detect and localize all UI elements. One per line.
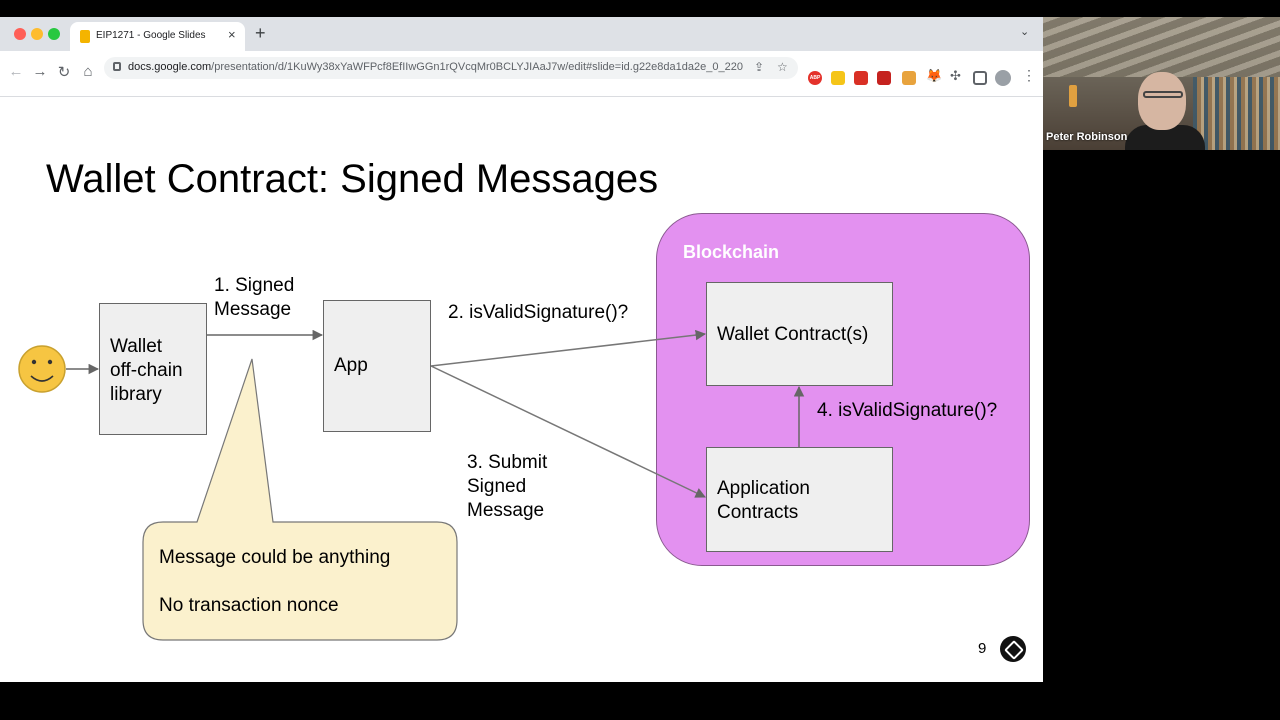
step-1-line: Message bbox=[214, 299, 292, 320]
side-panel-icon[interactable] bbox=[973, 71, 987, 85]
app-label: App bbox=[334, 355, 368, 376]
new-tab-button[interactable]: + bbox=[255, 23, 266, 43]
step-2-label: 2. isValidSignature()? bbox=[448, 302, 629, 323]
home-button[interactable]: ⌂ bbox=[83, 63, 93, 80]
slide-page-number: 9 bbox=[978, 640, 987, 657]
address-bar[interactable]: docs.google.com/presentation/d/1KuWy38xY… bbox=[104, 57, 798, 79]
profile-avatar[interactable] bbox=[995, 70, 1011, 86]
step-1-label: 1. Signed Message bbox=[214, 274, 294, 322]
company-logo-icon bbox=[1000, 636, 1026, 662]
reload-button[interactable]: ↻ bbox=[57, 64, 71, 81]
slide-title: Wallet Contract: Signed Messages bbox=[46, 157, 659, 201]
step-3-label: 3. Submit Signed Message bbox=[467, 451, 547, 523]
participant-video-tile[interactable]: Peter Robinson bbox=[1043, 17, 1280, 150]
application-contracts-box: Application Contracts bbox=[706, 447, 893, 552]
participant-name: Peter Robinson bbox=[1046, 131, 1128, 143]
forward-button[interactable]: → bbox=[32, 63, 48, 80]
step-3-line: Message bbox=[467, 500, 545, 521]
browser-menu-icon[interactable]: ⋮ bbox=[1022, 67, 1036, 83]
minimize-window-button[interactable] bbox=[31, 28, 43, 40]
tab-close-icon[interactable]: × bbox=[228, 27, 236, 42]
browser-window: EIP1271 - Google Slides × + ⌄ ← → ↻ ⌂ do… bbox=[0, 17, 1043, 97]
wallet-contract-box: Wallet Contract(s) bbox=[706, 282, 893, 386]
url-host: docs.google.com bbox=[128, 61, 212, 73]
step-1-line: 1. Signed bbox=[214, 275, 295, 296]
step-3-line: 3. Submit bbox=[467, 452, 548, 473]
share-icon[interactable]: ⇪ bbox=[754, 60, 765, 74]
participant-glasses bbox=[1143, 91, 1183, 98]
wallet-offchain-library-box: Wallet off-chain library bbox=[99, 303, 207, 435]
tab-strip: EIP1271 - Google Slides × + ⌄ bbox=[0, 17, 1043, 51]
callout-line-message: Message could be anything bbox=[159, 547, 391, 568]
callout-line-nonce: No transaction nonce bbox=[159, 595, 339, 616]
app-contracts-line: Contracts bbox=[717, 502, 799, 523]
url-path: /presentation/d/1KuWy38xYaWFPcf8EfIIwGGn… bbox=[211, 61, 743, 73]
app-box: App bbox=[323, 300, 431, 432]
folder-extension-icon[interactable] bbox=[902, 71, 916, 85]
lamp bbox=[1069, 85, 1077, 107]
close-window-button[interactable] bbox=[14, 28, 26, 40]
adblock-extension-icon[interactable]: ABP bbox=[808, 71, 822, 85]
bookshelf bbox=[1193, 77, 1280, 150]
red-extension-icon[interactable] bbox=[877, 71, 891, 85]
ceiling-beams bbox=[1043, 17, 1280, 77]
step-4-label: 4. isValidSignature()? bbox=[817, 400, 998, 421]
tab-search-chevron-icon[interactable]: ⌄ bbox=[1020, 26, 1030, 38]
wallet-lib-line: library bbox=[110, 384, 162, 405]
notes-extension-icon[interactable] bbox=[831, 71, 845, 85]
wallet-lib-line: Wallet bbox=[110, 336, 163, 357]
back-button[interactable]: ← bbox=[8, 63, 24, 80]
wallet-contract-label: Wallet Contract(s) bbox=[717, 324, 869, 345]
blockchain-label: Blockchain bbox=[683, 242, 780, 262]
participant-head bbox=[1138, 72, 1186, 130]
wallet-lib-line: off-chain bbox=[110, 360, 183, 381]
metamask-fox-icon[interactable]: 🦊 bbox=[926, 68, 943, 83]
step-3-line: Signed bbox=[467, 476, 527, 497]
slides-favicon-icon bbox=[80, 30, 90, 43]
calendar-extension-icon[interactable] bbox=[854, 71, 868, 85]
tab-google-slides[interactable]: EIP1271 - Google Slides × bbox=[70, 22, 245, 51]
browser-toolbar: ← → ↻ ⌂ docs.google.com/presentation/d/1… bbox=[0, 51, 1043, 97]
url-text[interactable]: docs.google.com/presentation/d/1KuWy38xY… bbox=[128, 61, 743, 73]
star-icon[interactable]: ☆ bbox=[777, 60, 788, 74]
presentation-slide: Wallet Contract: Signed Messages Blockch… bbox=[0, 97, 1043, 682]
app-contracts-line: Application bbox=[717, 478, 810, 499]
extensions-puzzle-icon[interactable]: ✣ bbox=[950, 68, 961, 83]
tab-title: EIP1271 - Google Slides bbox=[96, 30, 206, 41]
lock-icon[interactable] bbox=[113, 62, 121, 71]
maximize-window-button[interactable] bbox=[48, 28, 60, 40]
user-smiley-icon bbox=[18, 345, 66, 393]
